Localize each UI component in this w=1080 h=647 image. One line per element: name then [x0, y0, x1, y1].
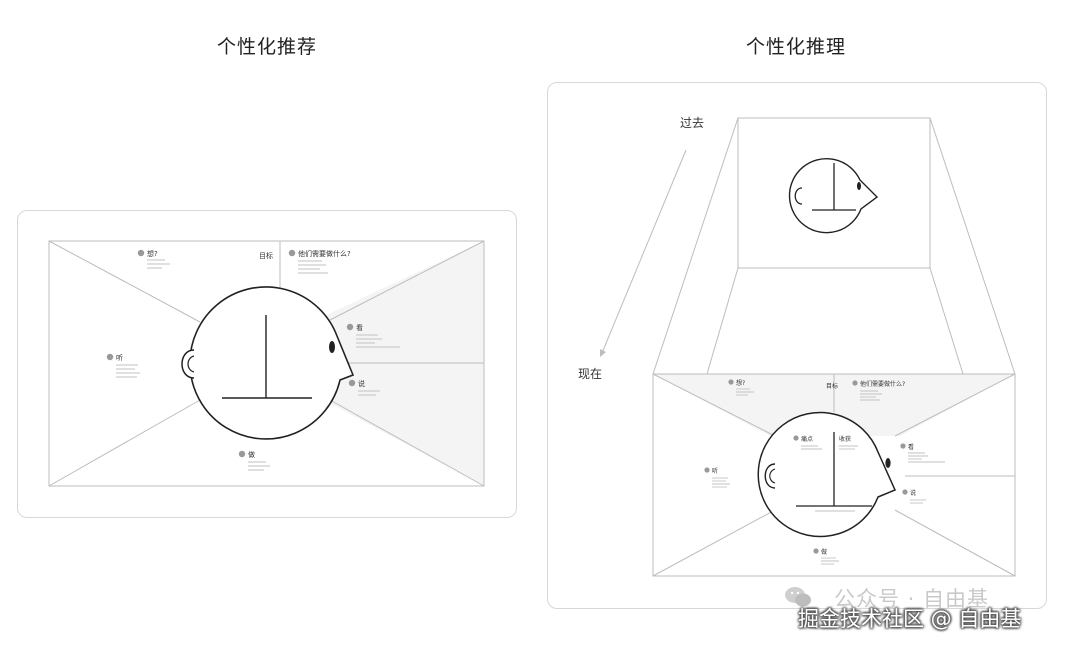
left-label-hear: 听 [116, 353, 123, 362]
wechat-icon [785, 587, 811, 607]
left-label-goal: 目标 [259, 251, 273, 260]
now-head-profile-icon [757, 411, 897, 538]
right-label-see: 看 [908, 443, 914, 451]
right-label-pain: 痛点 [801, 435, 813, 443]
watermark-line1: 公众号 · 自由基 [834, 587, 990, 611]
right-label-think: 想? [736, 379, 745, 387]
title-personalized-recommendation: 个性化推荐 [217, 36, 318, 58]
left-diag-br [329, 399, 485, 487]
watermark-line2: 掘金技术社区 @ 自由基 [798, 607, 1022, 631]
left-label-do: 做 [248, 450, 255, 459]
right-label-do: 做 [821, 548, 827, 556]
watermark: 公众号 · 自由基 掘金技术社区 @ 自由基 [784, 583, 1074, 633]
left-label-say: 说 [358, 379, 365, 388]
label-past: 过去 [680, 116, 704, 130]
right-label-hear: 听 [712, 467, 718, 475]
left-diag-tl [48, 240, 201, 323]
left-diag-bl [48, 399, 201, 487]
left-empathy-map: 想? 目标 他们需要做什么? 看 说 听 做 [48, 240, 485, 487]
left-label-need: 他们需要做什么? [298, 249, 351, 258]
past-head-profile-icon [788, 157, 879, 234]
timeline-arrow [601, 149, 687, 354]
head-profile-icon [181, 286, 355, 440]
left-label-think: 想? [147, 249, 158, 258]
eye-icon [329, 341, 335, 353]
right-reasoning-diagram: 过去 现在 想? 目标 他们需要做什么? 痛点 收获 [578, 116, 1016, 577]
right-label-goal: 目标 [826, 382, 838, 390]
left-diag-tr [329, 240, 485, 321]
left-label-see: 看 [356, 324, 363, 332]
right-label-gain: 收获 [839, 435, 851, 443]
right-label-say: 说 [910, 489, 916, 497]
title-personalized-reasoning: 个性化推理 [746, 36, 847, 58]
past-frame [737, 117, 931, 269]
right-label-need: 他们需要做什么? [860, 380, 905, 388]
label-now: 现在 [578, 367, 602, 381]
